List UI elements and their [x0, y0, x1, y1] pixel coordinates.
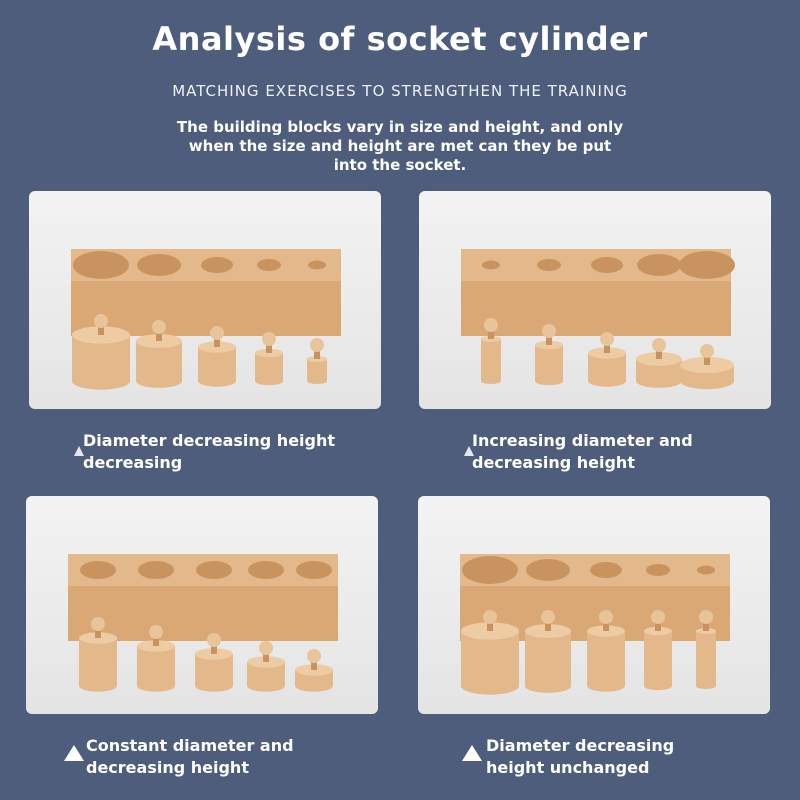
cylinder-body [535, 345, 563, 381]
product-photo-1 [29, 191, 381, 409]
socket-block-front [461, 281, 731, 336]
cylinder-knob [599, 610, 613, 624]
socket-hole [257, 259, 281, 271]
cylinder-knob [262, 332, 276, 346]
caption-4: Diameter decreasing height unchanged [486, 736, 675, 777]
cylinder-knob-stem [211, 642, 217, 654]
socket-hole [697, 565, 715, 575]
socket-hole [537, 259, 561, 271]
socket-hole [201, 257, 233, 273]
cylinder-knob [207, 633, 221, 647]
socket-block-front [68, 586, 338, 641]
cylinder-knob-stem [153, 634, 159, 646]
cylinder-knob-stem [156, 329, 162, 341]
caption-1: Diameter decreasing height decreasing [83, 431, 336, 472]
page-subtitle: MATCHING EXERCISES TO STRENGTHEN THE TRA… [172, 82, 628, 100]
socket-hole [73, 251, 129, 279]
socket-hole [308, 260, 326, 270]
cylinder-knob [210, 326, 224, 340]
cylinder-knob [542, 324, 556, 338]
caption-3: Constant diameter and decreasing height [86, 736, 294, 777]
socket-hole [526, 559, 570, 581]
socket-block-front [71, 281, 341, 336]
triangle-icon [464, 446, 474, 456]
socket-hole [591, 257, 623, 273]
cylinder-body [644, 631, 672, 686]
cylinder-body [696, 631, 716, 686]
cylinder-body [137, 646, 175, 686]
cylinder-knob-stem [263, 650, 269, 662]
cylinder-knob [700, 344, 714, 358]
cylinder-knob [652, 338, 666, 352]
cylinder-knob-stem [603, 619, 609, 631]
cylinder-knob-stem [656, 347, 662, 359]
cylinder-knob-stem [704, 353, 710, 365]
socket-hole [196, 561, 232, 579]
cylinder-body [461, 631, 519, 686]
cylinder-knob [651, 610, 665, 624]
product-photo-2 [419, 191, 771, 409]
cylinder-body [307, 359, 327, 381]
cylinder-knob-stem [487, 619, 493, 631]
cylinder-knob-stem [546, 333, 552, 345]
socket-hole [248, 561, 284, 579]
cylinder-body [481, 339, 501, 381]
cylinder-knob-stem [604, 341, 610, 353]
cylinder-knob-stem [545, 619, 551, 631]
product-photo-3 [26, 496, 378, 714]
cylinder-knob-stem [98, 323, 104, 335]
socket-hole [138, 561, 174, 579]
socket-hole [637, 254, 681, 276]
cylinder-knob [484, 318, 498, 332]
cylinder-body [587, 631, 625, 686]
cylinder-knob-stem [311, 658, 317, 670]
cylinder-knob-stem [214, 335, 220, 347]
cylinder-knob [307, 649, 321, 663]
cylinder-knob-stem [488, 327, 494, 339]
cylinder-knob-stem [655, 619, 661, 631]
cylinder-knob [149, 625, 163, 639]
socket-hole [137, 254, 181, 276]
cylinder-body [525, 631, 571, 686]
cylinder-knob [310, 338, 324, 352]
socket-hole [80, 561, 116, 579]
socket-hole [482, 260, 500, 270]
cylinder-knob-stem [703, 619, 709, 631]
cylinder-knob [699, 610, 713, 624]
triangle-icon [74, 446, 84, 456]
socket-hole [296, 561, 332, 579]
page-description: The building blocks vary in size and hei… [176, 118, 624, 174]
cylinder-knob [91, 617, 105, 631]
cylinder-knob-stem [95, 626, 101, 638]
socket-hole [679, 251, 735, 279]
cylinder-knob [600, 332, 614, 346]
triangle-icon [64, 745, 84, 761]
cylinder-knob [483, 610, 497, 624]
cylinder-body [79, 638, 117, 686]
cylinder-knob [94, 314, 108, 328]
socket-hole [590, 562, 622, 578]
cylinder-knob-stem [266, 341, 272, 353]
socket-hole [646, 564, 670, 576]
cylinder-body [255, 353, 283, 381]
cylinder-knob-stem [314, 347, 320, 359]
product-photo-4 [418, 496, 770, 714]
triangle-icon [462, 745, 482, 761]
cylinder-knob [152, 320, 166, 334]
cylinder-knob [259, 641, 273, 655]
socket-hole [462, 556, 518, 584]
cylinder-knob [541, 610, 555, 624]
caption-2: Increasing diameter and decreasing heigh… [472, 431, 693, 472]
page-title: Analysis of socket cylinder [152, 20, 648, 58]
